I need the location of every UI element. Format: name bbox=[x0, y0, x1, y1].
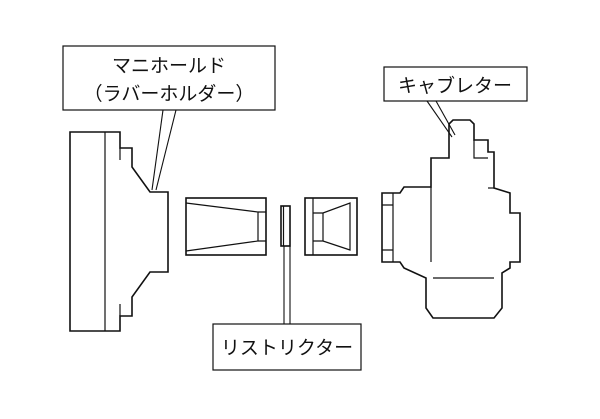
carburetor-callout: キャブレター bbox=[383, 66, 528, 138]
carburetor-label: キャブレター bbox=[398, 74, 512, 97]
adapter-part bbox=[304, 197, 358, 256]
restrictor-callout: リストリクター bbox=[212, 246, 362, 371]
manifold-part bbox=[69, 131, 169, 332]
restrictor-part bbox=[280, 205, 291, 247]
manifold-label-line1: マニホールド bbox=[112, 55, 226, 77]
restrictor-label: リストリクター bbox=[221, 337, 353, 359]
manifold-callout: マニホールド （ラバーホルダー） bbox=[62, 45, 276, 191]
cone-pipe-part bbox=[185, 197, 267, 256]
carburetor-part bbox=[381, 119, 521, 319]
manifold-label-line2: （ラバーホルダー） bbox=[84, 83, 255, 105]
